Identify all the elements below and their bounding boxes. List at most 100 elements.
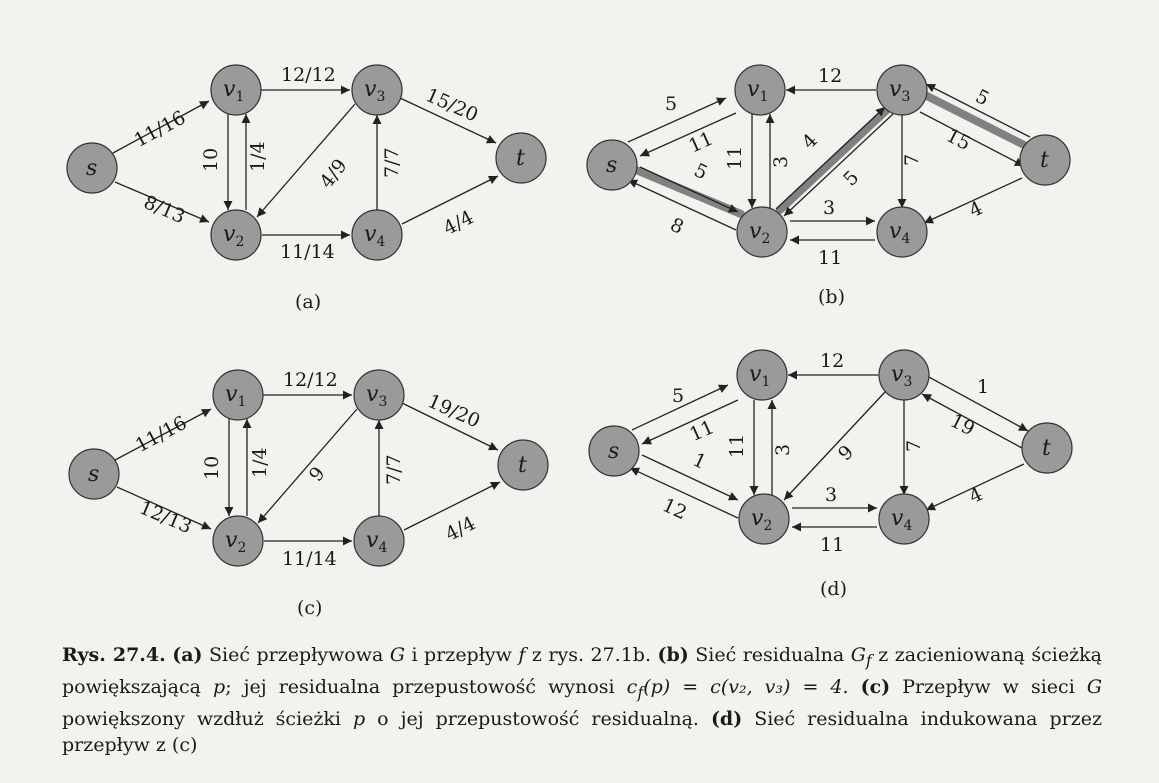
edge-v3-v2: 4/9 bbox=[256, 103, 356, 218]
edge-v3-t: 19/20 bbox=[401, 390, 499, 451]
caption-tag-c: (c) bbox=[860, 675, 891, 698]
svg-text:v4: v4 bbox=[891, 506, 912, 534]
panel-c: 11/16 12/13 12/12 10 1/4 11/14 9 7/7 bbox=[68, 369, 549, 619]
edge-label: 7 bbox=[901, 154, 923, 166]
svg-text:v2: v2 bbox=[751, 506, 772, 534]
edge-label: 12 bbox=[818, 65, 842, 87]
node-v3: v3 bbox=[351, 64, 403, 116]
edge-label: 7/7 bbox=[383, 454, 405, 485]
svg-text:v4: v4 bbox=[889, 219, 910, 247]
panel-label: (c) bbox=[297, 597, 322, 619]
svg-text:v3: v3 bbox=[889, 77, 910, 105]
caption-text: z zacieniowaną ścieżką powiększającą bbox=[62, 644, 1102, 698]
edge-label: 11 bbox=[726, 434, 748, 458]
augmenting-path-shade bbox=[632, 166, 745, 218]
caption-text: z rys. 27.1b. bbox=[525, 644, 658, 666]
figure-caption: Rys. 27.4. (a) Sieć przepływowa G i prze… bbox=[62, 642, 1102, 758]
edge-v4-t: 4/4 bbox=[403, 481, 501, 546]
edge-v3-t: 15/20 bbox=[399, 84, 497, 144]
edge-label: 5 bbox=[691, 159, 711, 184]
caption-symbol: c bbox=[626, 675, 638, 698]
caption-text: powiększony wzdłuż ścieżki bbox=[62, 707, 353, 730]
node-v2: v2 bbox=[210, 209, 262, 261]
edge-label: 11/14 bbox=[280, 241, 335, 263]
edge-s-v1: 5 bbox=[627, 93, 727, 143]
node-s: s bbox=[66, 142, 118, 194]
edge-label: 11/16 bbox=[131, 107, 190, 152]
svg-text:t: t bbox=[1042, 436, 1051, 461]
edge-t-v3: 19 bbox=[921, 393, 1023, 449]
node-v1: v1 bbox=[212, 369, 264, 421]
edge-label: 9 bbox=[834, 441, 858, 465]
edge-label: 12/12 bbox=[283, 369, 338, 391]
node-v1: v1 bbox=[734, 64, 786, 116]
edge-v3-v1: 12 bbox=[786, 65, 876, 95]
caption-text: o jej przepustowość residualną. bbox=[365, 707, 711, 730]
edge-label: 1/4 bbox=[249, 447, 271, 478]
edge-v1-s: 11 bbox=[639, 112, 737, 158]
edge-label: 12 bbox=[820, 350, 844, 372]
svg-text:s: s bbox=[606, 153, 617, 178]
svg-text:v1: v1 bbox=[749, 362, 770, 390]
node-v2: v2 bbox=[738, 493, 790, 545]
caption-text: Sieć przepływowa bbox=[202, 644, 390, 666]
caption-tag-b: (b) bbox=[657, 644, 689, 666]
caption-symbol: G bbox=[389, 644, 406, 666]
caption-symbol-sub: f bbox=[637, 682, 644, 702]
svg-text:t: t bbox=[1040, 148, 1049, 173]
edge-v2-v1: 1/4 bbox=[241, 114, 269, 210]
edge-label: 5 bbox=[665, 93, 677, 115]
panel-label: (d) bbox=[820, 578, 847, 600]
edge-label: 12 bbox=[659, 494, 690, 524]
edge-v2-v4: 3 bbox=[790, 197, 875, 226]
svg-text:v3: v3 bbox=[891, 362, 912, 390]
svg-text:s: s bbox=[88, 462, 99, 487]
svg-text:v3: v3 bbox=[366, 382, 387, 410]
edge-label: 9 bbox=[305, 463, 330, 486]
edge-label: 11 bbox=[818, 247, 842, 269]
edge-label: 4/9 bbox=[315, 155, 351, 193]
caption-formula: (p) = c(v₂, v₃) = 4. bbox=[643, 675, 861, 698]
edge-label: 15 bbox=[943, 125, 975, 156]
edge-label: 10 bbox=[201, 456, 223, 480]
svg-text:v1: v1 bbox=[223, 77, 244, 105]
edge-label: 7 bbox=[903, 440, 925, 452]
edge-v4-t: 4/4 bbox=[401, 175, 499, 240]
panel-label: (a) bbox=[295, 291, 321, 313]
edge-label: 19 bbox=[947, 410, 979, 441]
caption-symbol: p bbox=[352, 707, 366, 730]
edge-label: 11 bbox=[820, 534, 844, 556]
edge-s-v1: 11/16 bbox=[112, 100, 210, 154]
edge-s-v2: 12/13 bbox=[116, 486, 212, 538]
node-s: s bbox=[586, 139, 638, 191]
edge-label: 4/4 bbox=[442, 512, 479, 545]
edge-v2-v1: 3 bbox=[765, 114, 792, 208]
caption-symbol-sub: f bbox=[865, 650, 872, 670]
edge-t-v4: 4 bbox=[923, 177, 1023, 224]
edge-label: 8 bbox=[667, 214, 687, 239]
edge-v2-v1: 1/4 bbox=[242, 419, 271, 516]
edge-v3-v4: 7 bbox=[899, 400, 925, 495]
node-v2: v2 bbox=[212, 515, 264, 567]
caption-text: Sieć residualna bbox=[688, 644, 851, 666]
svg-text:s: s bbox=[86, 156, 97, 181]
caption-symbol: p bbox=[213, 675, 226, 698]
caption-text: i przepływ bbox=[405, 644, 519, 666]
edge-label: 4 bbox=[966, 483, 986, 508]
edge-label: 5 bbox=[972, 85, 993, 110]
augmenting-path-shade bbox=[921, 91, 1034, 152]
augmenting-path-shade bbox=[776, 103, 894, 214]
edge-label: 11 bbox=[685, 128, 716, 158]
edge-v1-v2: 11 bbox=[724, 114, 757, 208]
edge-label: 1/4 bbox=[247, 141, 269, 172]
edge-label: 3 bbox=[770, 156, 792, 168]
edge-t-v4: 4 bbox=[925, 463, 1025, 511]
caption-tag-d: (d) bbox=[710, 707, 743, 730]
node-v2: v2 bbox=[736, 206, 788, 258]
edge-v1-s: 11 bbox=[641, 399, 739, 446]
edge-label: 11 bbox=[686, 416, 717, 446]
edge-label: 3 bbox=[825, 484, 837, 506]
edge-v2-v3: 4 bbox=[775, 106, 886, 210]
svg-text:v2: v2 bbox=[749, 219, 770, 247]
edge-label: 4/4 bbox=[440, 206, 477, 239]
